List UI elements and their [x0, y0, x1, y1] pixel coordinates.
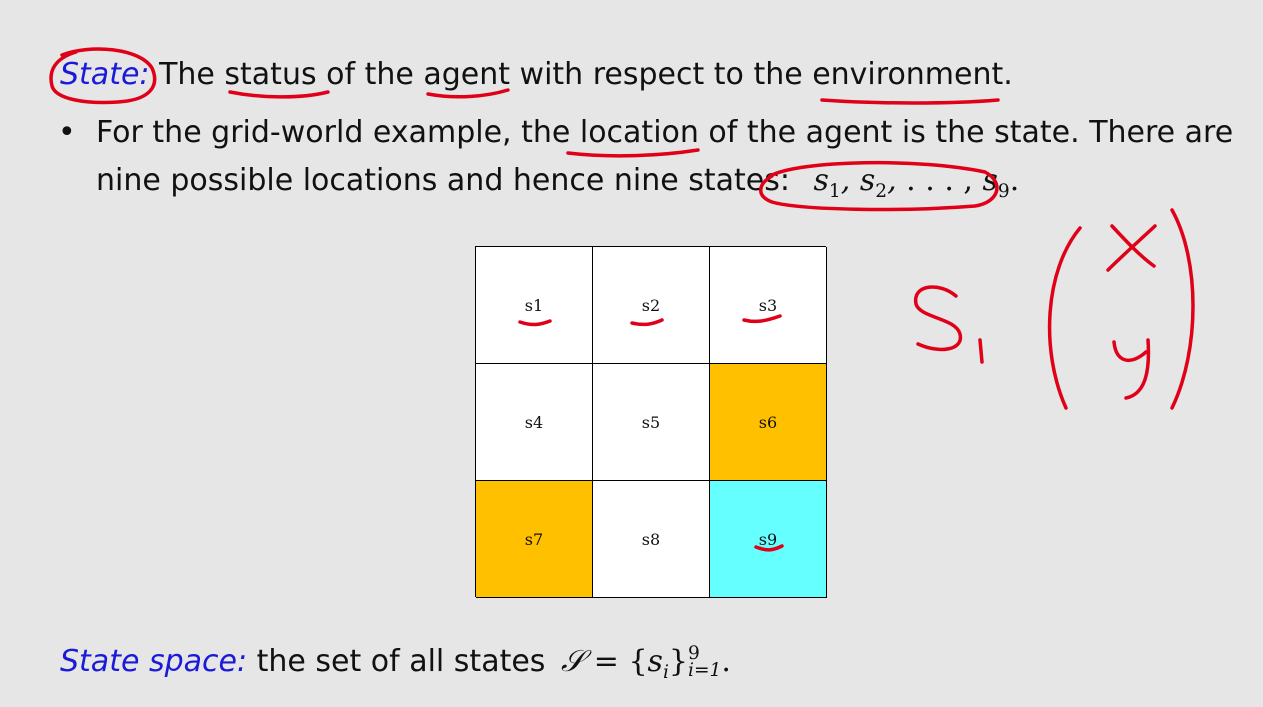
underline-status: [228, 90, 330, 99]
bullet-marker: •: [58, 115, 76, 150]
grid-cell-s3: s3: [710, 247, 827, 364]
handwritten-subscript-1: [978, 338, 984, 364]
state-term: State:: [60, 57, 150, 92]
grid-cell-s4: s4: [476, 364, 593, 481]
grid-cell-s7: s7: [476, 481, 593, 598]
cell-label: s6: [758, 412, 778, 432]
grid-cell-s6: s6: [710, 364, 827, 481]
grid-cell-s9: s9: [710, 481, 827, 598]
handwritten-s: [914, 285, 963, 352]
cell-label: s2: [641, 295, 661, 315]
cell-label: s5: [641, 412, 661, 432]
bullet-line-2: nine possible locations and hence nine s…: [96, 163, 1019, 202]
cell-label: s1: [524, 295, 544, 315]
state-definition-text: The status of the agent with respect to …: [159, 57, 1013, 92]
grid-cell-s2: s2: [593, 247, 710, 364]
bullet-line-2-text: nine possible locations and hence nine s…: [96, 163, 790, 198]
handwritten-y: [1112, 338, 1151, 400]
state-list: s1, s2, . . . , s9.: [813, 163, 1020, 202]
grid-cell-s5: s5: [593, 364, 710, 481]
handwritten-x: [1106, 224, 1157, 272]
cell-label: s7: [524, 529, 544, 549]
state-space-term: State space:: [60, 644, 248, 679]
underline-location: [566, 148, 700, 158]
state-space-text: the set of all states: [256, 644, 546, 679]
cell-label: s9: [758, 529, 778, 549]
cell-label: s8: [641, 529, 661, 549]
right-paren: [1170, 208, 1195, 410]
grid-cell-s1: s1: [476, 247, 593, 364]
cell-label: s4: [524, 412, 544, 432]
underline-environment: [820, 98, 1000, 105]
grid-world: s1 s2 s3 s4 s5 s6 s7 s8 s9: [475, 246, 827, 598]
cell-label: s3: [758, 295, 778, 315]
grid-cell-s8: s8: [593, 481, 710, 598]
bullet-line-1: For the grid-world example, the location…: [96, 115, 1234, 150]
state-space-line: State space: the set of all states 𝒮 = {…: [60, 644, 731, 683]
left-paren: [1047, 226, 1082, 410]
state-definition-line: State: The status of the agent with resp…: [60, 57, 1013, 92]
